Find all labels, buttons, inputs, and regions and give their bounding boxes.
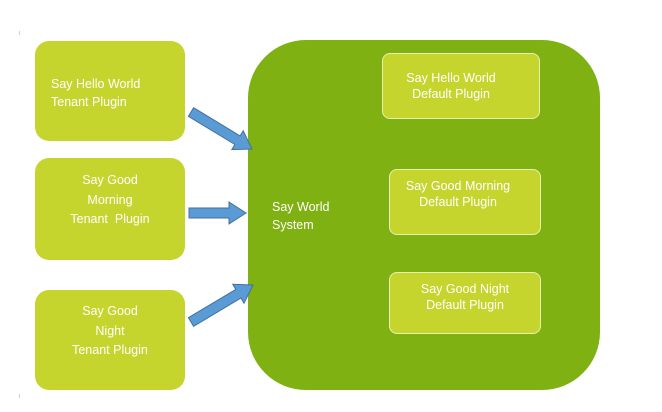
tenant-plugin-good-morning-label: Say Good Morning Tenant Plugin — [70, 173, 150, 226]
default-plugin-good-night: Say Good Night Default Plugin — [389, 272, 541, 334]
tenant-plugin-hello-world: Say Hello World Tenant Plugin — [35, 41, 185, 141]
tenant-plugin-good-night: Say Good Night Tenant Plugin — [35, 290, 185, 390]
tenant-plugin-good-morning: Say Good Morning Tenant Plugin — [35, 158, 185, 260]
default-plugin-good-night-label: Say Good Night Default Plugin — [420, 282, 510, 312]
tenant-plugin-hello-world-label: Say Hello World Tenant Plugin — [51, 77, 141, 109]
arrow-hello-to-system — [187, 107, 253, 151]
default-plugin-good-morning-label: Say Good Morning Default Plugin — [405, 179, 511, 209]
margin-tick-top — [19, 31, 20, 35]
tenant-plugin-good-night-label: Say Good Night Tenant Plugin — [72, 304, 148, 357]
default-plugin-hello-world-label: Say Hello World Default Plugin — [406, 71, 496, 101]
say-world-system-label: Say World System — [272, 200, 330, 232]
margin-tick-bottom — [19, 394, 20, 398]
arrow-morning-to-system — [188, 201, 247, 225]
arrow-night-to-system — [187, 283, 254, 327]
default-plugin-hello-world: Say Hello World Default Plugin — [382, 53, 540, 119]
default-plugin-good-morning: Say Good Morning Default Plugin — [389, 169, 541, 235]
